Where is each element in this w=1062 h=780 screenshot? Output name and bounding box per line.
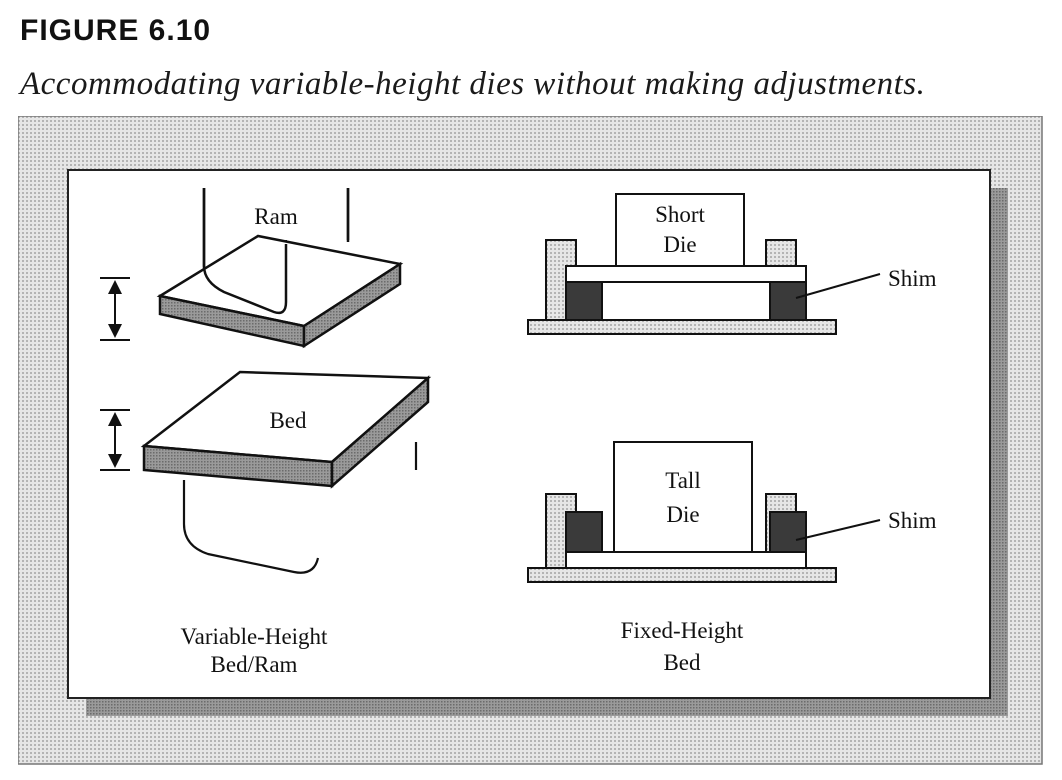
bed-support (182, 480, 320, 574)
ram-column (202, 188, 288, 315)
short-die-assembly: Short Die Shim (527, 193, 937, 335)
bed-plate-side (330, 375, 430, 489)
shim-leader-bottom (795, 519, 881, 541)
bolster-top (565, 265, 807, 283)
shim-left-bottom (565, 511, 603, 553)
bed-label: Bed (269, 408, 307, 433)
figure-number: FIGURE 6.10 (20, 14, 212, 47)
shim-label-top: Shim (888, 266, 937, 291)
shim-right-bottom (769, 511, 807, 553)
bolster-bottom (565, 551, 807, 569)
short-die (615, 193, 745, 267)
left-caption-line2: Bed/Ram (211, 652, 298, 677)
shim-right-top (769, 281, 807, 321)
gap-top (601, 281, 771, 321)
shim-left-top (565, 281, 603, 321)
tall-die (613, 441, 753, 553)
diagram-svg: Ram Bed Variable-Height Bed/Ram (17, 115, 1043, 765)
ram-adjust-arrow (100, 277, 130, 341)
right-caption-line1: Fixed-Height (621, 618, 744, 643)
figure-panel: Ram Bed Variable-Height Bed/Ram (17, 115, 1044, 771)
short-die-label-line1: Short (655, 202, 705, 227)
base-plate-bottom (527, 567, 837, 583)
left-caption-line1: Variable-Height (181, 624, 328, 649)
short-die-label-line2: Die (663, 232, 696, 257)
variable-height-illustration: Ram Bed Variable-Height Bed/Ram (100, 188, 432, 677)
bed-adjust-arrow (100, 409, 130, 471)
shim-label-bottom: Shim (888, 508, 937, 533)
ram-label: Ram (254, 204, 298, 229)
base-plate-top (527, 319, 837, 335)
tall-die-assembly: Tall Die Shim Fixed-Height Bed (527, 441, 937, 675)
shim-leader-top (795, 273, 881, 299)
right-caption-line2: Bed (663, 650, 701, 675)
figure-caption: Accommodating variable-height dies witho… (20, 66, 926, 102)
tall-die-label-line1: Tall (665, 468, 700, 493)
tall-die-label-line2: Die (666, 502, 699, 527)
ram-plate-side (302, 261, 402, 349)
